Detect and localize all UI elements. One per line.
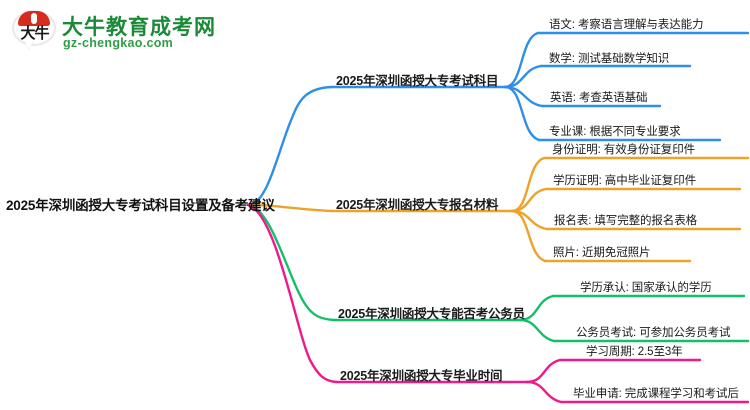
branch-wires-3 (246, 203, 750, 343)
branch-wires-4 (246, 203, 750, 404)
site-logo: 大牛 大牛教育成考网 gz-chengkao.com (12, 8, 215, 56)
leaf-node-education-proof[interactable]: 学历证明: 高中毕业证复印件 (553, 175, 696, 187)
branch-label-civil-service[interactable]: 2025年深圳函授大专能否考公务员 (338, 307, 525, 321)
logo-title: 大牛教育成考网 (62, 16, 216, 39)
leaf-node-civil-exam[interactable]: 公务员考试: 可参加公务员考试 (576, 327, 731, 339)
leaf-node-photo[interactable]: 照片: 近期免冠照片 (553, 247, 651, 259)
speech-bubble-tail-icon (24, 40, 34, 49)
mindmap-root-node[interactable]: 2025年深圳函授大专考试科目设置及备考建议 (6, 198, 275, 213)
graduation-cap-icon (18, 11, 50, 26)
leaf-node-major-course[interactable]: 专业课: 根据不同专业要求 (549, 126, 681, 138)
branch-wires-1 (246, 31, 750, 207)
leaf-node-application-form[interactable]: 报名表: 填写完整的报名表格 (554, 215, 697, 227)
logo-mark-text: 大牛 (20, 25, 49, 42)
leaf-node-graduation-apply[interactable]: 毕业申请: 完成课程学习和考试后 (573, 388, 739, 400)
leaf-node-english[interactable]: 英语: 考查英语基础 (550, 92, 648, 104)
branch-wires-2 (246, 156, 750, 263)
leaf-node-math[interactable]: 数学: 测试基础数学知识 (549, 53, 670, 65)
leaf-node-chinese[interactable]: 语文: 考察语言理解与表达能力 (549, 19, 704, 31)
branch-label-application-materials[interactable]: 2025年深圳函授大专报名材料 (336, 198, 499, 212)
leaf-node-degree-recognition[interactable]: 学历承认: 国家承认的学历 (580, 282, 712, 294)
branch-label-exam-subjects[interactable]: 2025年深圳函授大专考试科目 (336, 74, 499, 88)
leaf-node-id-proof[interactable]: 身份证明: 有效身份证复印件 (552, 144, 695, 156)
logo-mark-icon: 大牛 (12, 10, 56, 52)
leaf-node-study-period[interactable]: 学习周期: 2.5至3年 (586, 346, 683, 358)
branch-label-graduation-time[interactable]: 2025年深圳函授大专毕业时间 (340, 369, 503, 383)
logo-subtitle: gz-chengkao.com (63, 36, 174, 50)
